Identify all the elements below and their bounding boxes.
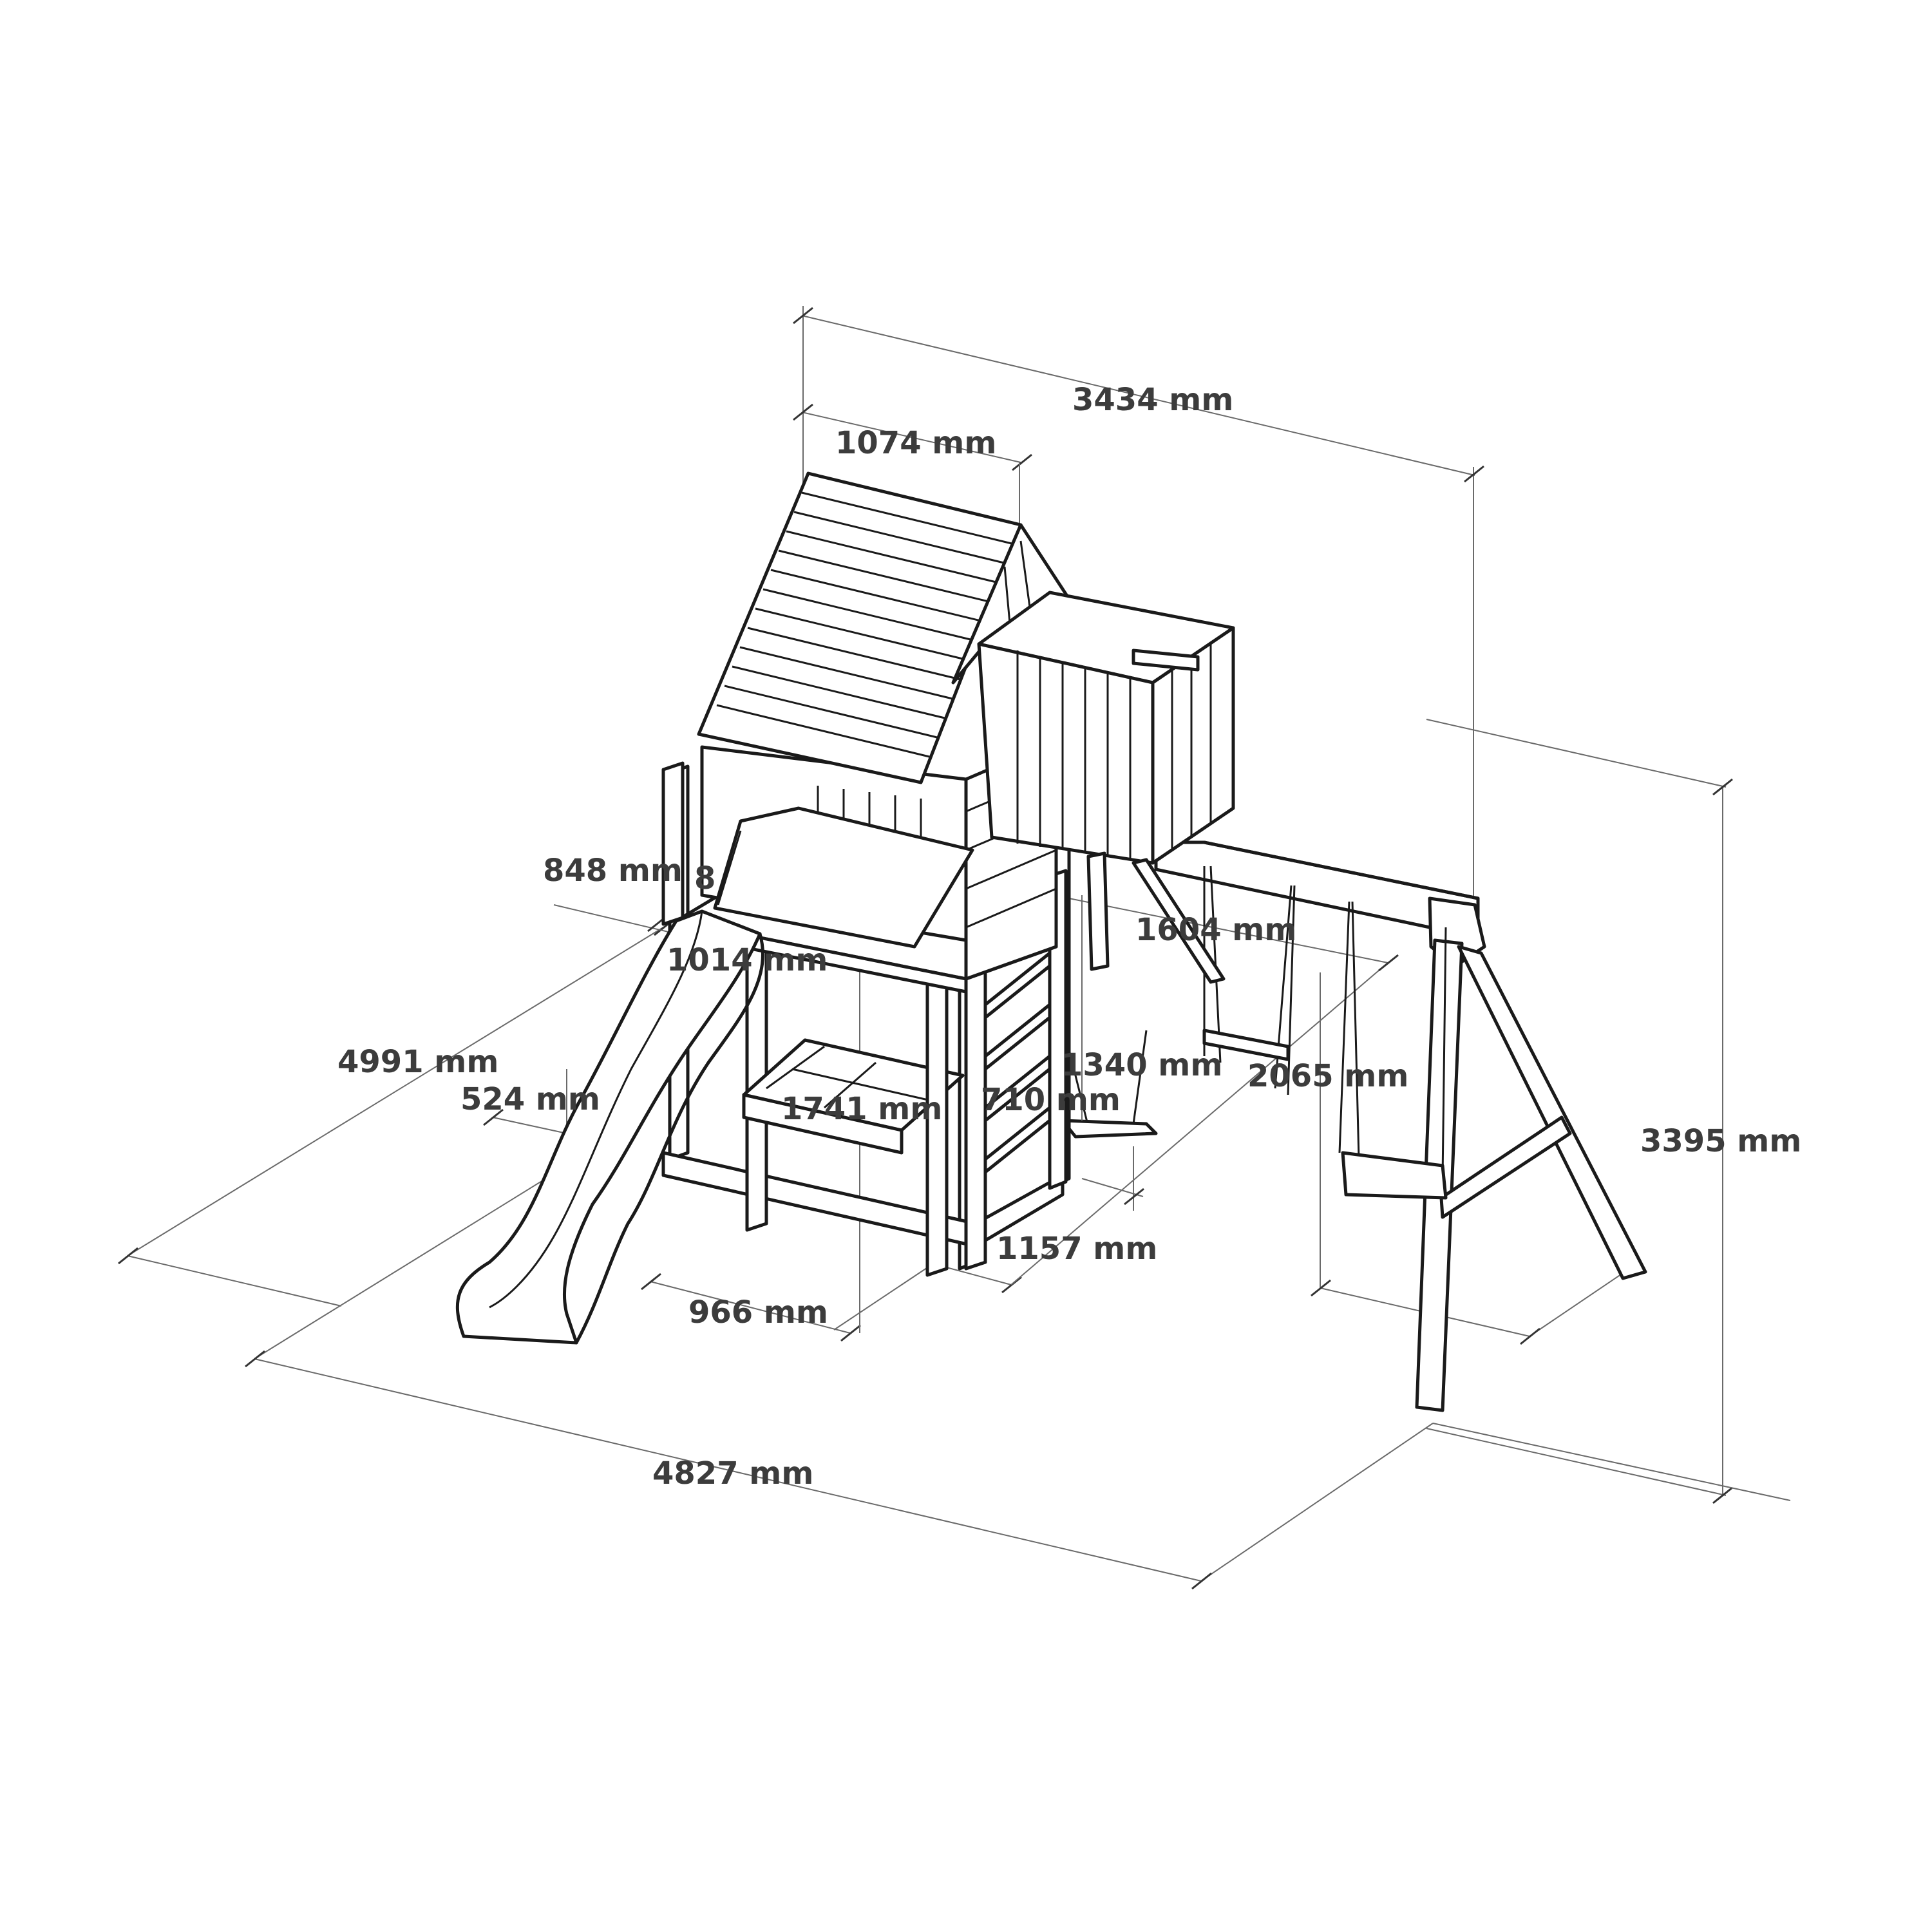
dimension-label-1604: 1604 mm (1135, 912, 1297, 948)
dimension-label-1074: 1074 mm (835, 425, 997, 461)
slide (455, 909, 764, 1345)
ladder (964, 869, 1068, 1271)
dimension-label-966: 966 mm (688, 1294, 828, 1331)
dimension-label-8: 8 (694, 860, 716, 896)
dimension-label-3434: 3434 mm (1072, 382, 1234, 418)
lookout-box (977, 591, 1235, 984)
dimension-line-1074 (793, 403, 1032, 535)
dimension-line-524 (483, 1069, 567, 1134)
dimension-label-1340: 1340 mm (1061, 1047, 1223, 1083)
swing-seat-right (1341, 1151, 1448, 1200)
swing-frame (1061, 840, 1647, 1412)
dimension-label-710: 710 mm (981, 1082, 1121, 1118)
dimension-line-1604 (1068, 898, 1399, 972)
dimension-line-4991 (118, 918, 674, 1307)
dimension-label-1014: 1014 mm (667, 942, 828, 978)
dimension-line-3395 (1426, 719, 1733, 1504)
telescope (1132, 649, 1200, 672)
dimension-label-4991: 4991 mm (337, 1044, 499, 1080)
dimension-label-1157: 1157 mm (996, 1231, 1158, 1267)
swing-leg-back (1457, 945, 1647, 1280)
climbing-panel (713, 806, 974, 949)
dimension-label-848: 848 mm (543, 853, 683, 889)
dimension-label-1741: 1741 mm (781, 1091, 943, 1127)
dimension-label-4827: 4827 mm (652, 1455, 814, 1492)
dimension-label-524: 524 mm (460, 1081, 600, 1117)
swing-seat-left (1061, 1119, 1158, 1139)
roof (697, 471, 1071, 784)
trapeze-bar (1202, 1028, 1290, 1061)
dimension-line-4827 (245, 1165, 1791, 1590)
roof-panel (697, 471, 1023, 784)
swing-cross-brace (1439, 1115, 1572, 1219)
lookout-front-wall (977, 642, 1155, 865)
dimension-label-2065: 2065 mm (1247, 1058, 1409, 1094)
dimension-label-3395: 3395 mm (1640, 1123, 1802, 1159)
